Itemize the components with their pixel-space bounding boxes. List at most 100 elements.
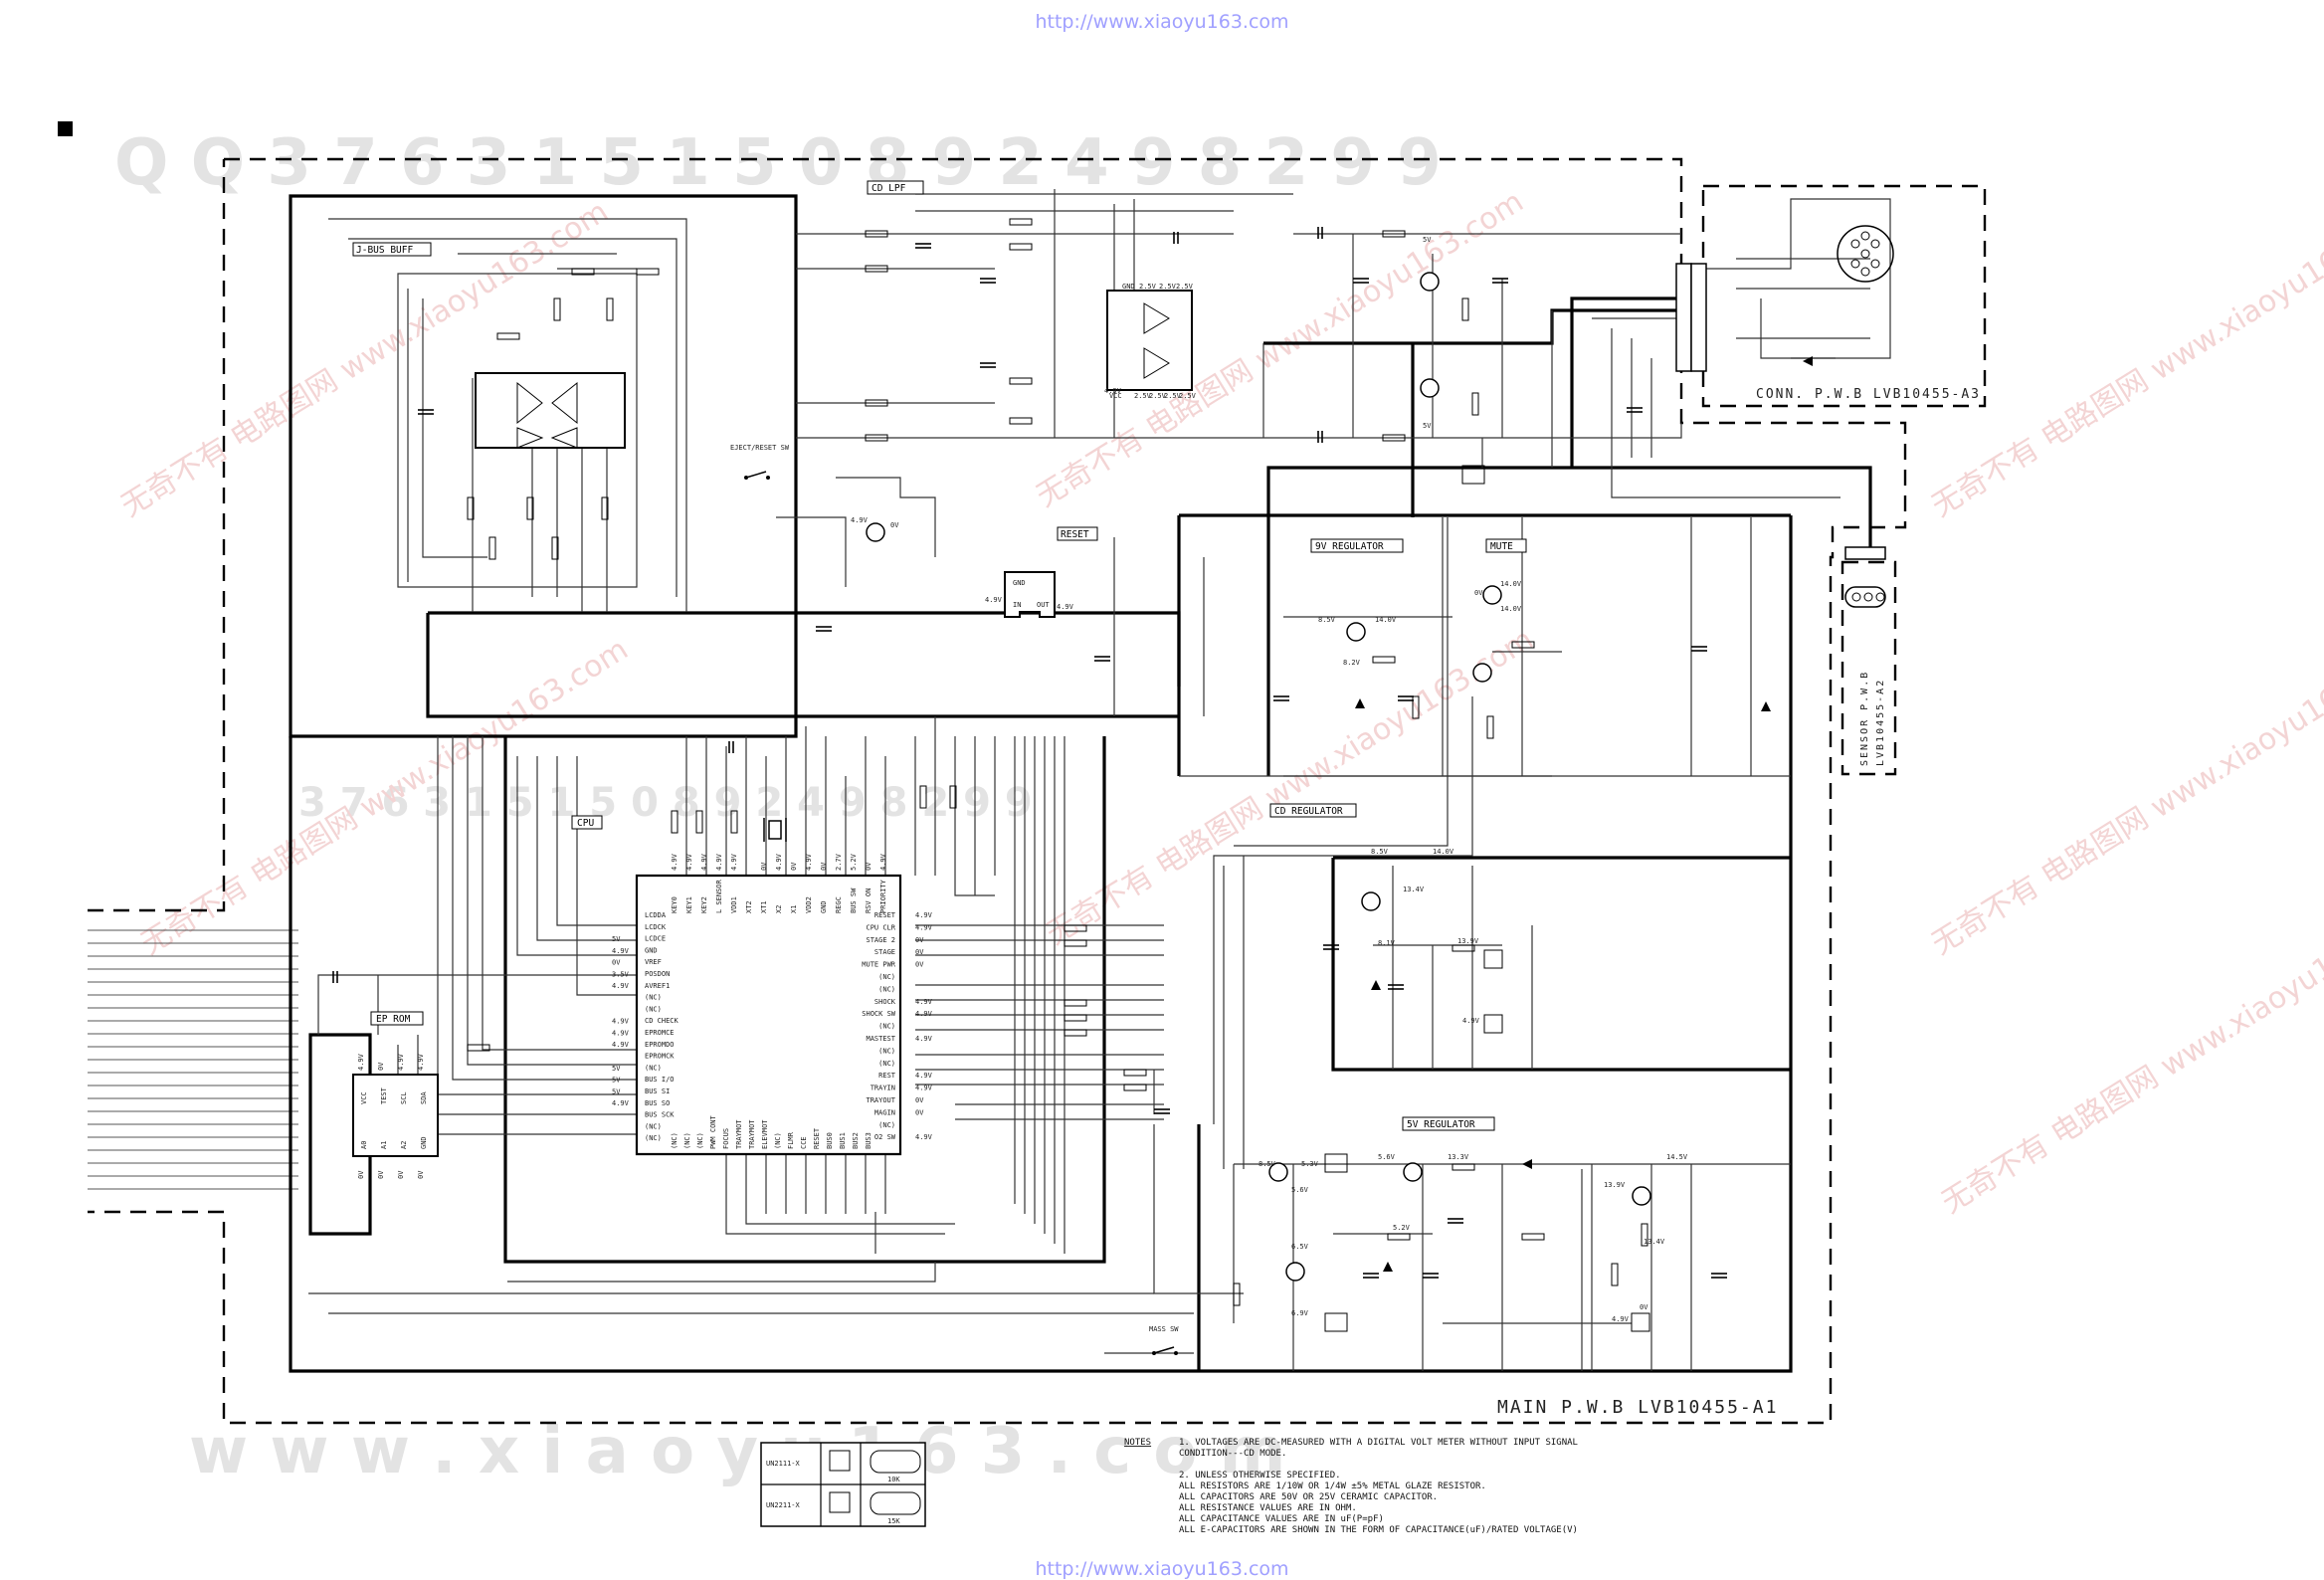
cpu-top-signal: GND <box>820 900 828 913</box>
cpu-bottom-signal: BUS2 <box>852 1132 860 1149</box>
q-volt-b: 0V <box>890 521 899 529</box>
cpu-top-volt: 4.9V <box>805 853 813 871</box>
cpu-top-volt: 4.9V <box>700 853 708 871</box>
eeprom-label: EP ROM <box>376 1014 411 1025</box>
cpu-top-volt: 0V <box>820 862 828 871</box>
cd-reg-label: CD REGULATOR <box>1274 806 1343 817</box>
eeprom-label-box <box>370 1011 424 1026</box>
amp-volt-b: 5V <box>1423 422 1432 430</box>
cpu-bottom-signal: TRAYMOT <box>735 1119 743 1149</box>
eeprom-top-pin: SCL <box>400 1091 408 1104</box>
header-url[interactable]: http://www.xiaoyu163.com <box>1035 11 1288 33</box>
transistors <box>866 272 1651 1282</box>
cd-reg-label-box <box>1269 803 1357 818</box>
cpu-right-signal: MASTEST <box>866 1035 895 1043</box>
cpu-bottom-signal: FLMR <box>787 1131 795 1149</box>
cpu-bottom-signal: ELEVMOT <box>761 1119 769 1149</box>
mass-switch <box>1152 1346 1178 1355</box>
watermark-bottom: w w w . x i a o y u 1 6 3 . c o m <box>189 1415 1285 1488</box>
cpu-top-signal: RSV ON <box>865 889 872 913</box>
op-pin-6: 4.9V <box>1104 387 1122 395</box>
cpu-right-volt: 0V <box>915 936 924 944</box>
cpu-bottom-signal: (NC) <box>671 1132 678 1149</box>
cpu-label: CPU <box>577 818 594 829</box>
op-pin-1: GND <box>1122 283 1135 291</box>
cd-volt-d: 8.1V <box>1378 939 1396 947</box>
watermark-top: Q Q 3 7 6 3 1 5 1 5 0 8 9 2 4 9 8 2 9 9 <box>114 126 1442 200</box>
transistor-legend <box>760 1442 926 1527</box>
v5-volt-f: 14.5V <box>1666 1153 1688 1161</box>
cpu-top-volt: 4.9V <box>730 853 738 871</box>
q-volt-a: 4.9V <box>851 516 869 524</box>
reg9v-mid-volt: 8.2V <box>1343 659 1361 667</box>
jbus-label: J-BUS BUFF <box>356 245 413 256</box>
notes-line: ALL RESISTORS ARE 1/10W OR 1/4W ±5% META… <box>1179 1481 1486 1491</box>
notes-line: ALL RESISTANCE VALUES ARE IN OHM. <box>1179 1503 1357 1513</box>
reg9v-in-volt: 8.5V <box>1318 616 1336 624</box>
cpu-right-volt: 0V <box>915 1108 924 1116</box>
cpu-right-volt: 4.9V <box>915 1010 933 1018</box>
amp-volt-a: 5V <box>1423 236 1432 244</box>
cpu-right-signal: (NC) <box>878 985 895 993</box>
cpu-bottom-signal: PWM CONT <box>709 1114 717 1149</box>
op-pin-8: 2.5V <box>1149 392 1167 400</box>
eeprom-volt: 0V <box>357 1170 365 1179</box>
cpu-top-volt: 5.2V <box>850 853 858 871</box>
cpu-top-volt: 4.9V <box>671 853 678 871</box>
mute-volt-b: 14.0V <box>1500 605 1522 613</box>
v5-volt-e: 13.3V <box>1448 1153 1469 1161</box>
v5-volt-d: 5.6V <box>1378 1153 1396 1161</box>
notes-heading: NOTES <box>1124 1438 1151 1448</box>
cpu-right-signal: (NC) <box>878 1047 895 1055</box>
reg9v-label-box <box>1310 538 1404 553</box>
cpu-top-signal: KEY1 <box>685 896 693 913</box>
v5-volt-c: 5.6V <box>1291 1186 1309 1194</box>
eeprom-top-pin: TEST <box>380 1086 388 1104</box>
cpu-left-signal: POSDON <box>645 970 670 978</box>
cpu-left-signal: (NC) <box>645 1122 662 1130</box>
main-board-outline <box>88 157 1907 1425</box>
op-pin-5: VCC <box>1109 392 1122 400</box>
op-pin-9: 2.5V <box>1164 392 1182 400</box>
cpu-right-signal: TRAYIN <box>871 1085 895 1092</box>
cpu-right-signal: TRAYOUT <box>866 1096 895 1104</box>
footer-url[interactable]: http://www.xiaoyu163.com <box>1035 1558 1288 1580</box>
cpu-top-signal: BUS SW <box>850 888 858 913</box>
reset-label: RESET <box>1061 529 1089 540</box>
cd-volt-e: 13.9V <box>1457 937 1479 945</box>
cpu-bottom-signal: RESET <box>813 1127 821 1149</box>
v5-volt-l: 4.9V <box>1612 1315 1630 1323</box>
sensor-board-label-a: SENSOR P.W.B <box>1859 671 1870 766</box>
op-pin-7: 2.5V <box>1134 392 1152 400</box>
v5-volt-b: 5.3V <box>1301 1160 1319 1168</box>
cpu-top-volt: 2.7V <box>835 853 843 871</box>
crystal <box>763 818 787 842</box>
op-pin-4: 2.5V <box>1176 283 1194 291</box>
cpu-left-signal: BUS I/O <box>645 1076 675 1084</box>
cpu-right-signal: (NC) <box>878 1060 895 1068</box>
cpu-pin-labels-left: LCDDALCDCKLCDCEGNDVREFPOSDONAVREF1(NC)(N… <box>612 911 679 1142</box>
cpu-left-signal: CD CHECK <box>645 1017 679 1025</box>
cpu-top-signal: X2 <box>775 905 783 913</box>
cpu-left-signal: (NC) <box>645 994 662 1002</box>
cpu-left-signal: BUS SI <box>645 1087 670 1095</box>
eeprom-volt: 0V <box>377 1062 385 1071</box>
signal-wiring <box>308 189 1891 1371</box>
watermark-red-5: 无奇不有 电路图网 www.xiaoyu163.com <box>1041 622 1540 952</box>
eeprom-volt: 0V <box>397 1170 405 1179</box>
cpu-top-signal: XT2 <box>745 900 753 913</box>
mute-volt-c: 0V <box>1474 589 1483 597</box>
mute-label-box <box>1485 538 1527 553</box>
cpu-bottom-signal: (NC) <box>774 1132 782 1149</box>
cpu-left-volt: 4.9V <box>612 1041 630 1049</box>
cpu-left-volt: 4.9V <box>612 1029 630 1037</box>
cpu-top-volt: 0V <box>865 862 872 871</box>
cd-volt-b: 14.0V <box>1433 848 1454 856</box>
notes-line: ALL E-CAPACITORS ARE SHOWN IN THE FORM O… <box>1179 1525 1578 1535</box>
mute-label: MUTE <box>1490 541 1513 552</box>
